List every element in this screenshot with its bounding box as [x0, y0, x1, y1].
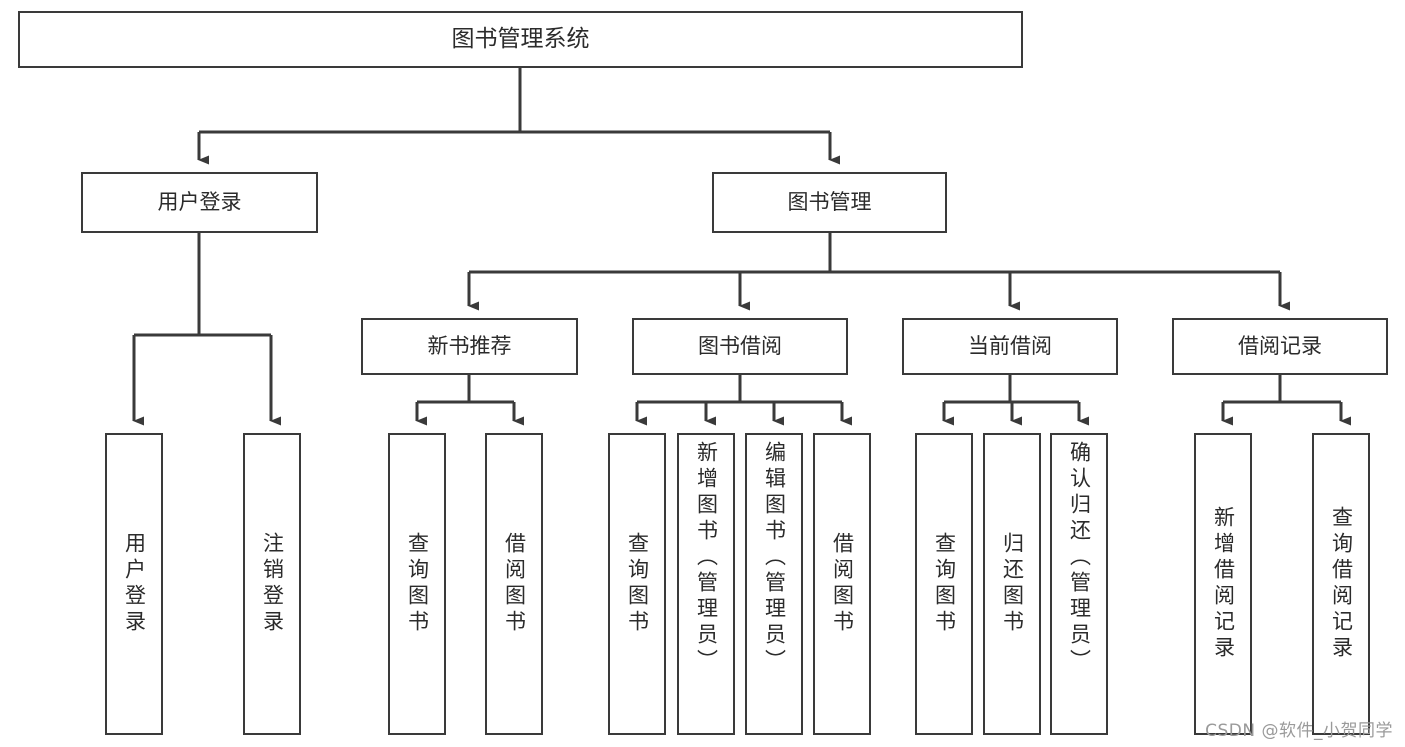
node-label: 图书借阅	[698, 334, 782, 359]
node-label: 用户登录	[122, 532, 147, 636]
leaf-borrow-book-newbook[interactable]: 借阅图书	[485, 433, 543, 735]
leaf-confirm-return-admin[interactable]: 确认归还（管理员）	[1050, 433, 1108, 735]
node-label: 编辑图书（管理员）	[762, 441, 787, 675]
node-label: 确认归还（管理员）	[1067, 441, 1092, 675]
leaf-query-book-newbook[interactable]: 查询图书	[388, 433, 446, 735]
node-current-borrow[interactable]: 当前借阅	[902, 318, 1118, 375]
node-label: 归还图书	[1000, 532, 1025, 636]
csdn-watermark: CSDN @软件_小贺同学	[1205, 721, 1393, 741]
node-label: 查询图书	[625, 532, 650, 636]
node-label: 新增图书（管理员）	[694, 441, 719, 675]
leaf-return-book[interactable]: 归还图书	[983, 433, 1041, 735]
leaf-borrow-book[interactable]: 借阅图书	[813, 433, 871, 735]
node-new-book-recommend[interactable]: 新书推荐	[361, 318, 578, 375]
node-label: 当前借阅	[968, 334, 1052, 359]
node-user-login[interactable]: 用户登录	[81, 172, 318, 233]
node-root-system[interactable]: 图书管理系统	[18, 11, 1023, 68]
node-label: 注销登录	[260, 532, 285, 636]
node-borrow-record[interactable]: 借阅记录	[1172, 318, 1388, 375]
leaf-user-login[interactable]: 用户登录	[105, 433, 163, 735]
node-label: 查询图书	[932, 532, 957, 636]
leaf-query-book-current[interactable]: 查询图书	[915, 433, 973, 735]
leaf-query-borrow-record[interactable]: 查询借阅记录	[1312, 433, 1370, 735]
node-label: 查询借阅记录	[1329, 506, 1354, 662]
leaf-user-logout[interactable]: 注销登录	[243, 433, 301, 735]
leaf-add-book-admin[interactable]: 新增图书（管理员）	[677, 433, 735, 735]
node-label: 新书推荐	[427, 334, 512, 359]
node-label: 新增借阅记录	[1211, 506, 1236, 662]
node-label: 查询图书	[405, 532, 430, 636]
node-label: 用户登录	[157, 190, 242, 215]
node-label: 借阅图书	[830, 532, 855, 636]
leaf-query-book-borrow[interactable]: 查询图书	[608, 433, 666, 735]
node-label: 图书管理系统	[451, 25, 590, 52]
node-label: 图书管理	[787, 190, 872, 215]
node-label: 借阅图书	[502, 532, 527, 636]
node-book-management[interactable]: 图书管理	[712, 172, 947, 233]
leaf-edit-book-admin[interactable]: 编辑图书（管理员）	[745, 433, 803, 735]
node-label: 借阅记录	[1238, 334, 1322, 359]
leaf-add-borrow-record[interactable]: 新增借阅记录	[1194, 433, 1252, 735]
node-book-borrow[interactable]: 图书借阅	[632, 318, 848, 375]
